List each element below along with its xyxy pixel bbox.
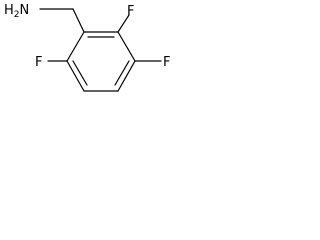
hydrazine-h: H	[4, 3, 14, 18]
bond-c3-c4	[117, 60, 136, 92]
chemical-structure-diagram: H2N F F F	[4, 3, 170, 92]
hydrazine-label: H2N	[4, 3, 29, 20]
hydrazine-subscript: 2	[14, 10, 20, 20]
bond-c3-c4-inner	[114, 60, 130, 86]
atom-label-group: H2N F F F	[4, 3, 170, 70]
hydrazine-n: N	[20, 3, 30, 18]
fluorine-right-label: F	[163, 55, 170, 70]
bond-c2-c3	[117, 31, 136, 62]
fluorine-top-right-label: F	[127, 4, 134, 19]
bond-c5-c6-inner	[72, 60, 88, 86]
bond-c5-c6	[66, 60, 85, 92]
bond-c1-link	[72, 8, 85, 33]
bond-c6-c1	[66, 31, 85, 62]
bond-group	[39, 8, 162, 92]
fluorine-left-label: F	[35, 55, 42, 70]
bond-c2-f-top	[117, 14, 130, 33]
